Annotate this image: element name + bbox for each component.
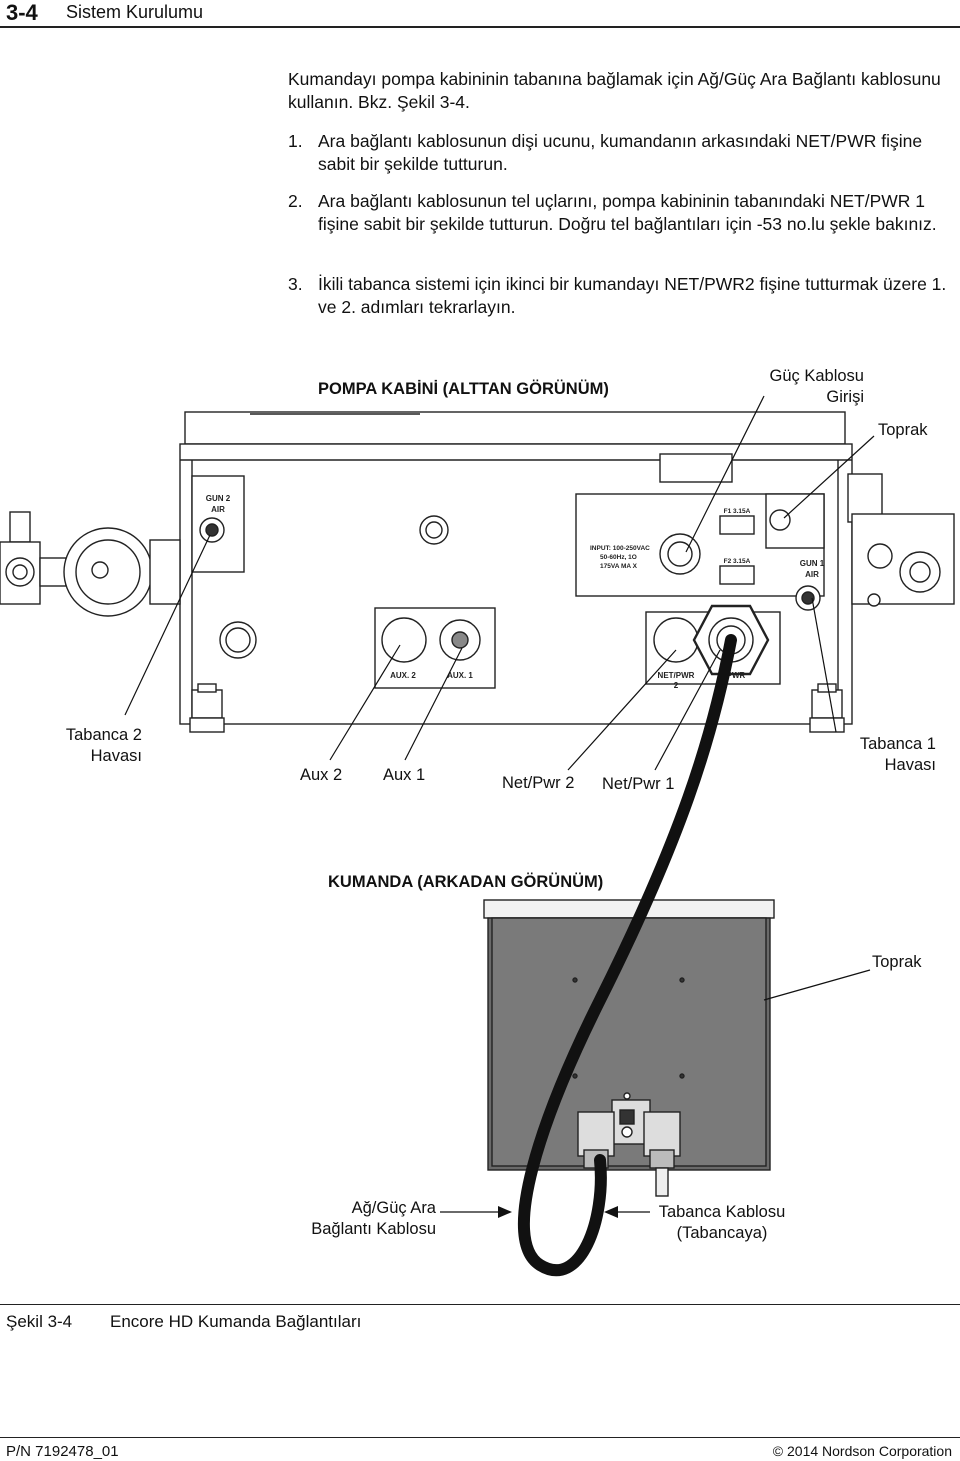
panel-gun1-label: GUN 1 bbox=[800, 559, 825, 568]
arrow-gun-cable bbox=[604, 1206, 618, 1218]
step-3: 3. İkili tabanca sistemi için ikinci bir… bbox=[288, 273, 958, 319]
section-title: Sistem Kurulumu bbox=[66, 2, 204, 22]
step-number: 3. bbox=[288, 274, 303, 294]
input-rating-line3: 175VA MA X bbox=[600, 563, 638, 570]
step-text: Ara bağlantı kablosunun dişi ucunu, kuma… bbox=[318, 131, 923, 174]
input-rating-line1: INPUT: 100-250VAC bbox=[590, 545, 650, 552]
controller-rear bbox=[483, 899, 775, 1197]
arrow-net-cable bbox=[498, 1206, 512, 1218]
copyright: © 2014 Nordson Corporation bbox=[772, 1443, 952, 1459]
ground-label-bottom: Toprak bbox=[872, 953, 922, 971]
part-number: P/N 7192478_01 bbox=[6, 1443, 119, 1460]
leader-lines bbox=[124, 395, 875, 1213]
fuse-f1-label: F1 3.15A bbox=[724, 508, 751, 515]
net-pwr2-label: Net/Pwr 2 bbox=[502, 774, 575, 792]
panel-gun2-label: GUN 2 bbox=[206, 494, 231, 503]
label-line: Güç Kablosu bbox=[769, 367, 864, 385]
netpwr1-panel-label: PWR bbox=[727, 671, 746, 680]
pump-cabinet-title: POMPA KABİNİ (ALTTAN GÖRÜNÜM) bbox=[318, 380, 609, 398]
netpwr2-panel-number: 2 bbox=[674, 681, 679, 690]
figure-caption: Encore HD Kumanda Bağlantıları bbox=[110, 1312, 362, 1331]
label-line: Tabanca Kablosu bbox=[658, 1203, 786, 1221]
input-rating-line2: 50-60Hz, 1O bbox=[600, 554, 637, 561]
intro-paragraph: Kumandayı pompa kabininin tabanına bağla… bbox=[288, 69, 941, 112]
ground-label-top: Toprak bbox=[878, 421, 928, 439]
gun2-air-label: Tabanca 2 Havası bbox=[40, 725, 142, 767]
label-line: Ağ/Güç Ara bbox=[351, 1199, 436, 1217]
step-1: 1. Ara bağlantı kablosunun dişi ucunu, k… bbox=[288, 130, 958, 176]
label-line: Havası bbox=[884, 756, 936, 774]
power-cable-entry-label: Güç Kablosu Girişi bbox=[760, 366, 864, 408]
step-text: İkili tabanca sistemi için ikinci bir ku… bbox=[318, 274, 947, 317]
panel-labels: GUN 2 AIR GUN 1 AIR F1 3.15A F2 3.15A IN… bbox=[206, 494, 825, 690]
net-power-cable bbox=[517, 634, 737, 1277]
header-rule bbox=[0, 26, 960, 28]
label-line: Girişi bbox=[826, 388, 864, 406]
step-text: Ara bağlantı kablosunun tel uçlarını, po… bbox=[318, 191, 937, 234]
netpwr2-panel-label: NET/PWR bbox=[658, 671, 695, 680]
label-line: (Tabancaya) bbox=[676, 1224, 768, 1242]
step-2: 2. Ara bağlantı kablosunun tel uçlarını,… bbox=[288, 190, 958, 260]
caption-rule bbox=[0, 1304, 960, 1305]
aux2-panel-label: AUX. 2 bbox=[390, 671, 416, 680]
label-line: Tabanca 1 bbox=[859, 735, 936, 753]
footer-rule bbox=[0, 1437, 960, 1438]
aux2-label: Aux 2 bbox=[300, 766, 343, 784]
fuse-f2-label: F2 3.15A bbox=[724, 558, 751, 565]
label-line: Havası bbox=[90, 747, 142, 765]
gun-cable-label: Tabanca Kablosu (Tabancaya) bbox=[652, 1202, 792, 1244]
connection-diagram: GUN 2 AIR GUN 1 AIR F1 3.15A F2 3.15A IN… bbox=[0, 395, 955, 1277]
panel-air-label: AIR bbox=[805, 570, 819, 579]
step-number: 1. bbox=[288, 131, 303, 151]
page-number: 3-4 bbox=[6, 0, 38, 25]
step-number: 2. bbox=[288, 191, 303, 211]
controller-title: KUMANDA (ARKADAN GÖRÜNÜM) bbox=[328, 873, 604, 891]
label-line: Tabanca 2 bbox=[65, 726, 142, 744]
net-cable-label: Ağ/Güç Ara Bağlantı Kablosu bbox=[290, 1198, 436, 1240]
figure-number: Şekil 3-4 bbox=[6, 1312, 73, 1331]
label-line: Bağlantı Kablosu bbox=[311, 1220, 436, 1238]
panel-air-label: AIR bbox=[211, 505, 225, 514]
aux1-panel-label: AUX. 1 bbox=[447, 671, 473, 680]
aux1-label: Aux 1 bbox=[383, 766, 426, 784]
gun1-air-label: Tabanca 1 Havası bbox=[836, 734, 936, 776]
net-pwr1-label: Net/Pwr 1 bbox=[602, 775, 675, 793]
